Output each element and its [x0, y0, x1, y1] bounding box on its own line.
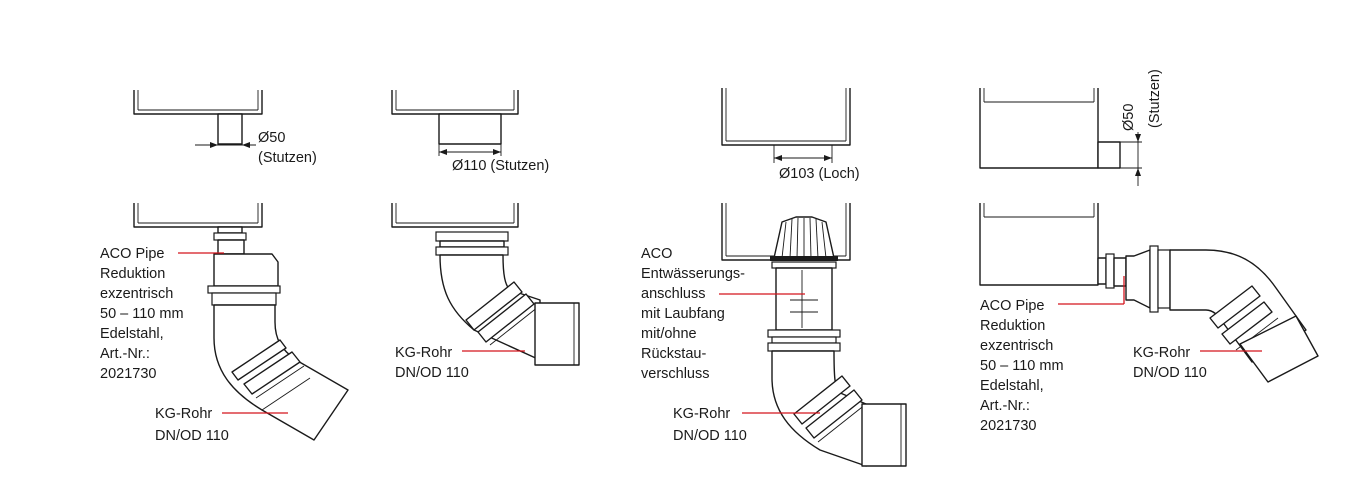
aco-pipe-line-7: 2021730 — [100, 366, 156, 382]
kg-rohr-line-1: KG-Rohr — [155, 406, 212, 422]
kg-rohr2-line-1: KG-Rohr — [395, 345, 452, 361]
aco-pipe-line-2: Reduktion — [100, 266, 165, 282]
assembly-2 — [391, 203, 580, 366]
aco-pipe-line-3: exzentrisch — [100, 286, 173, 302]
aco-pipe4-line-6: Art.-Nr.: — [980, 398, 1030, 414]
dimension-d110: Ø110 (Stutzen) — [438, 144, 549, 174]
dim-d50-label: Ø50 — [258, 130, 285, 146]
dimension-d50-1: Ø50 (Stutzen) — [195, 130, 317, 166]
label-kg-rohr-2: KG-Rohr DN/OD 110 — [395, 345, 525, 381]
dimension-d50-vertical: Ø50 (Stutzen) — [1120, 69, 1163, 186]
aco-pipe-line-1: ACO Pipe — [100, 246, 164, 262]
aco-pipe4-line-4: 50 – 110 mm — [980, 358, 1064, 374]
assembly-1 — [133, 203, 349, 441]
aco-pipe-line-5: Edelstahl, — [100, 326, 164, 342]
assembly-4 — [979, 203, 1319, 383]
aco-entw-line-1: ACO — [641, 246, 672, 262]
kg-rohr-line-2: DN/OD 110 — [155, 428, 229, 444]
kg-rohr3-line-2: DN/OD 110 — [673, 428, 747, 444]
kg-rohr2-line-2: DN/OD 110 — [395, 365, 469, 381]
aco-entw-line-2: Entwässerungs- — [641, 266, 745, 282]
top-view-box-1 — [133, 90, 263, 145]
kg-rohr4-line-1: KG-Rohr — [1133, 345, 1190, 361]
dim-stutzen-v-label: (Stutzen) — [1147, 69, 1163, 128]
aco-pipe-line-6: Art.-Nr.: — [100, 346, 150, 362]
aco-entw-line-6: Rückstau- — [641, 346, 706, 362]
aco-pipe4-line-5: Edelstahl, — [980, 378, 1044, 394]
aco-entw-line-3: anschluss — [641, 286, 705, 302]
top-view-box-3 — [721, 88, 851, 146]
aco-pipe4-line-7: 2021730 — [980, 418, 1036, 434]
dim-stutzen-label: (Stutzen) — [258, 150, 317, 166]
top-view-box-4 — [979, 88, 1121, 169]
aco-pipe-line-4: 50 – 110 mm — [100, 306, 184, 322]
dimension-d103: Ø103 (Loch) — [773, 145, 860, 182]
label-kg-rohr-3: KG-Rohr DN/OD 110 — [673, 406, 820, 444]
aco-entw-line-7: verschluss — [641, 366, 710, 382]
assembly-3 — [721, 203, 907, 467]
kg-rohr3-line-1: KG-Rohr — [673, 406, 730, 422]
label-kg-rohr-4: KG-Rohr DN/OD 110 — [1133, 345, 1262, 381]
label-aco-entw: ACO Entwässerungs- anschluss mit Laubfan… — [641, 246, 805, 382]
label-kg-rohr-1: KG-Rohr DN/OD 110 — [155, 406, 288, 444]
aco-pipe4-line-3: exzentrisch — [980, 338, 1053, 354]
top-view-box-2 — [391, 90, 519, 145]
aco-pipe4-line-2: Reduktion — [980, 318, 1045, 334]
aco-entw-line-5: mit/ohne — [641, 326, 697, 342]
label-aco-pipe-1: ACO Pipe Reduktion exzentrisch 50 – 110 … — [100, 246, 224, 382]
dim-d103-label: Ø103 (Loch) — [779, 166, 860, 182]
dim-d110-label: Ø110 (Stutzen) — [452, 158, 549, 174]
aco-pipe4-line-1: ACO Pipe — [980, 298, 1044, 314]
dim-d50v-label: Ø50 — [1121, 104, 1137, 131]
kg-rohr4-line-2: DN/OD 110 — [1133, 365, 1207, 381]
aco-entw-line-4: mit Laubfang — [641, 306, 725, 322]
label-aco-pipe-4: ACO Pipe Reduktion exzentrisch 50 – 110 … — [980, 276, 1125, 434]
